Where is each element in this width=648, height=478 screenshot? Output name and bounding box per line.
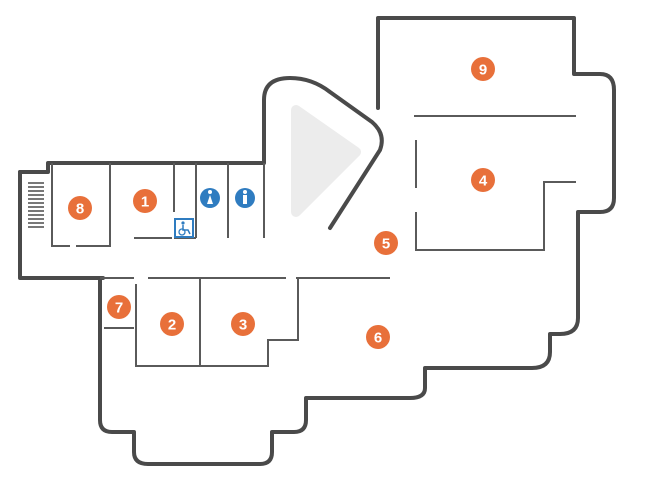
interior-walls <box>51 115 576 367</box>
room-label-9: 9 <box>479 62 487 79</box>
room-marker-6[interactable]: 6 <box>366 325 390 349</box>
room-label-2: 2 <box>168 317 176 334</box>
room-marker-8[interactable]: 8 <box>68 196 92 220</box>
room-marker-5[interactable]: 5 <box>374 231 398 255</box>
room-marker-9[interactable]: 9 <box>471 57 495 81</box>
room-label-7: 7 <box>115 300 123 317</box>
room-label-6: 6 <box>374 330 382 347</box>
stage-shape <box>291 105 361 217</box>
wheelchair-accessible-icon[interactable] <box>174 218 194 238</box>
room-marker-4[interactable]: 4 <box>471 168 495 192</box>
outer-walls <box>18 16 616 466</box>
room-marker-1[interactable]: 1 <box>133 189 157 213</box>
male-restroom-icon[interactable] <box>235 188 255 208</box>
room-marker-3[interactable]: 3 <box>231 312 255 336</box>
stairs <box>28 182 44 228</box>
room-marker-7[interactable]: 7 <box>107 295 131 319</box>
room-label-4: 4 <box>479 173 488 190</box>
room-marker-2[interactable]: 2 <box>160 312 184 336</box>
room-label-8: 8 <box>76 201 84 218</box>
female-restroom-icon[interactable] <box>200 188 220 208</box>
room-label-3: 3 <box>239 317 247 334</box>
room-label-5: 5 <box>382 236 390 253</box>
room-label-1: 1 <box>141 194 149 211</box>
